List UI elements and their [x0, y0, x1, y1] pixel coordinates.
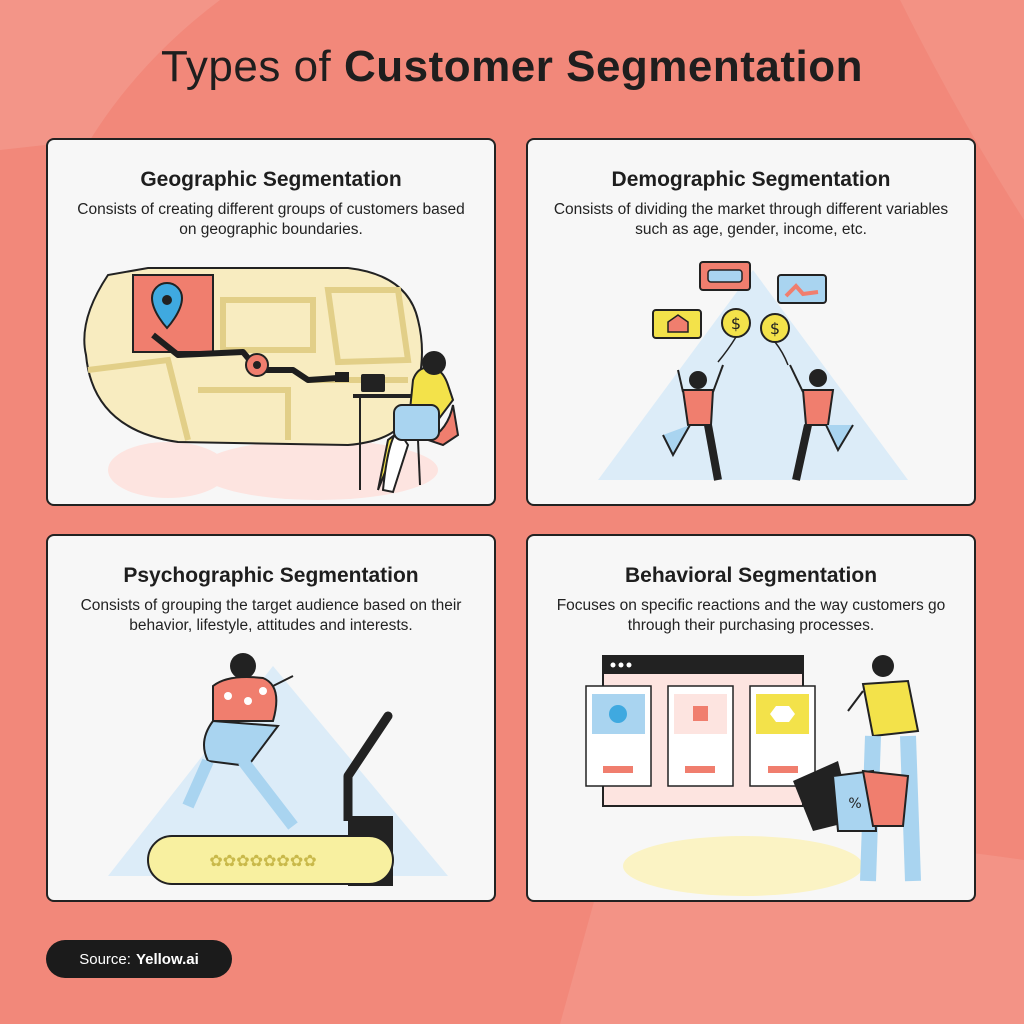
- card-description: Focuses on specific reactions and the wa…: [556, 597, 946, 634]
- card-demographic: Demographic Segmentation Consists of div…: [526, 138, 976, 506]
- card-heading: Behavioral Segmentation: [624, 564, 878, 587]
- svg-text:✿✿✿✿✿✿✿✿: ✿✿✿✿✿✿✿✿: [209, 851, 316, 870]
- card-psychographic: Psychographic Segmentation Consists of g…: [46, 534, 496, 902]
- card-behavioral: Behavioral Segmentation Focuses on speci…: [526, 534, 976, 902]
- svg-text:$: $: [731, 314, 741, 333]
- card-geographic: Geographic Segmentation Consists of crea…: [46, 138, 496, 506]
- svg-text:%: %: [848, 796, 861, 812]
- treadmill-illustration: ✿✿✿✿✿✿✿✿: [108, 653, 448, 886]
- svg-text:$: $: [770, 319, 780, 338]
- page-title: Types of Customer Segmentation: [0, 42, 1024, 92]
- map-illustration: [83, 267, 460, 500]
- card-description: Consists of grouping the target audience…: [80, 597, 462, 634]
- source-badge: Source: Yellow.ai: [46, 940, 232, 978]
- shopping-illustration: %: [585, 655, 921, 896]
- title-light: Types of: [160, 42, 332, 91]
- card-heading: Geographic Segmentation: [140, 168, 402, 191]
- title-bold: Customer Segmentation: [344, 42, 864, 91]
- card-heading: Psychographic Segmentation: [123, 564, 419, 587]
- source-name: Yellow.ai: [135, 950, 199, 968]
- card-description: Consists of creating different groups of…: [77, 201, 465, 238]
- card-heading: Demographic Segmentation: [611, 168, 891, 191]
- source-label: Source:: [79, 950, 131, 968]
- demographic-illustration: $ $: [598, 261, 908, 481]
- card-description: Consists of dividing the market through …: [553, 201, 949, 238]
